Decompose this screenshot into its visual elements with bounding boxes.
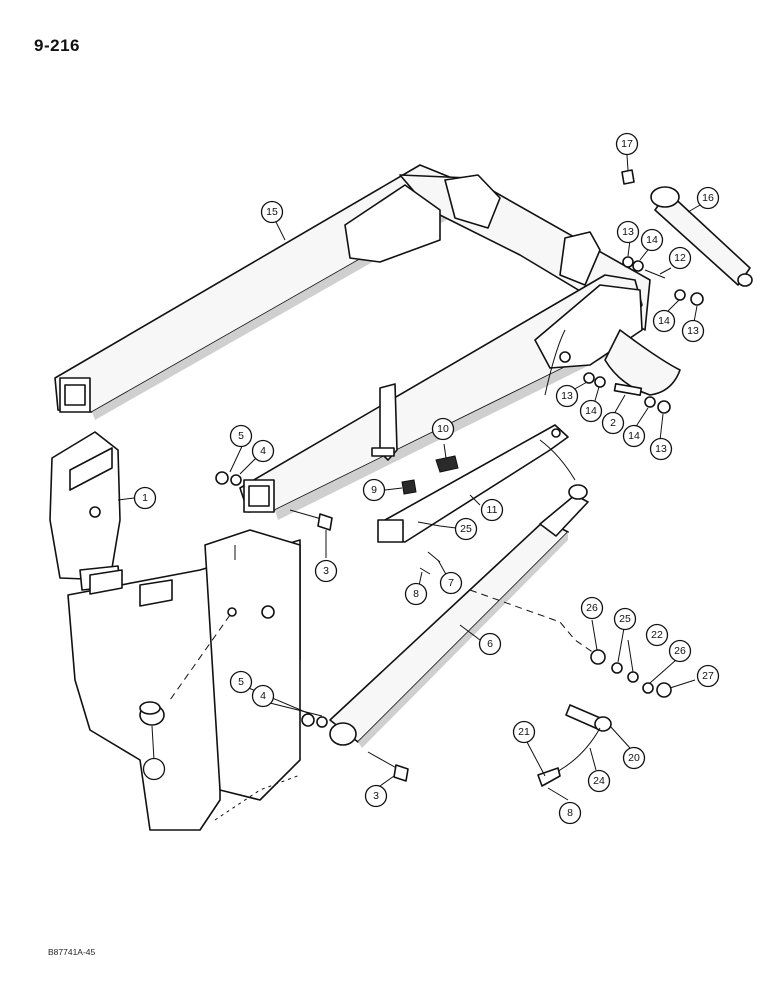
loader-frame (54, 164, 681, 520)
callout-17: 17 (615, 132, 639, 156)
hardware (139, 169, 704, 787)
callout-14: 14 (652, 309, 676, 333)
callout-6: 6 (478, 632, 502, 656)
svg-text:25: 25 (619, 613, 631, 625)
callout-26: 26 (580, 596, 604, 620)
callout-3: 3 (364, 784, 388, 808)
svg-text:3: 3 (373, 790, 379, 802)
svg-text:14: 14 (585, 405, 597, 417)
callout-5: 5 (229, 670, 253, 694)
callout-25: 25 (613, 607, 637, 631)
callout-14: 14 (640, 228, 664, 252)
callout-13: 13 (555, 384, 579, 408)
callout-12: 12 (668, 246, 692, 270)
svg-text:2: 2 (610, 417, 616, 429)
svg-text:4: 4 (260, 445, 266, 457)
svg-text:13: 13 (687, 325, 699, 337)
callout-4: 4 (251, 439, 275, 463)
svg-text:12: 12 (674, 252, 686, 264)
svg-text:20: 20 (628, 752, 640, 764)
callout-11: 11 (480, 498, 504, 522)
svg-text:13: 13 (655, 443, 667, 455)
svg-text:27: 27 (702, 670, 714, 682)
svg-text:22: 22 (651, 629, 663, 641)
callout-16: 16 (696, 186, 720, 210)
svg-text:5: 5 (238, 676, 244, 688)
svg-text:11: 11 (487, 504, 498, 516)
svg-text:24: 24 (593, 775, 605, 787)
callout-8: 8 (558, 801, 582, 825)
svg-text:1: 1 (142, 492, 148, 504)
callout-3: 3 (314, 559, 338, 583)
callout-22: 22 (645, 623, 669, 647)
svg-text:14: 14 (628, 430, 640, 442)
callout-21: 21 (512, 720, 536, 744)
callout-20: 20 (622, 746, 646, 770)
callout-5: 5 (229, 424, 253, 448)
svg-text:13: 13 (561, 390, 573, 402)
svg-text:14: 14 (658, 315, 670, 327)
svg-text:14: 14 (646, 234, 658, 246)
svg-text:17: 17 (621, 138, 633, 150)
callout-8: 8 (404, 582, 428, 606)
callout-13: 13 (681, 319, 705, 343)
upper-cylinder (650, 186, 753, 287)
callout-4: 4 (251, 684, 275, 708)
svg-text:16: 16 (702, 192, 714, 204)
figure-code: B87741A-45 (48, 947, 96, 957)
callout-14: 14 (622, 424, 646, 448)
svg-text:8: 8 (413, 588, 419, 600)
svg-text:15: 15 (266, 206, 278, 218)
svg-text:26: 26 (586, 602, 598, 614)
mounting-bracket (49, 431, 121, 591)
svg-text:9: 9 (371, 484, 377, 496)
svg-text:6: 6 (487, 638, 493, 650)
svg-text:4: 4 (260, 690, 266, 702)
svg-text:21: 21 (518, 726, 530, 738)
svg-text:5: 5 (238, 430, 244, 442)
callout-25: 26 (668, 639, 692, 663)
callout-10: 10 (431, 417, 455, 441)
callout-14: 14 (579, 399, 603, 423)
svg-text:25: 25 (460, 523, 472, 535)
callout-1: 1 (133, 486, 157, 510)
svg-text:10: 10 (437, 423, 449, 435)
callout-9: 9 (362, 478, 386, 502)
callout-15: 15 (260, 200, 284, 224)
callout-23: 24 (587, 769, 611, 793)
callout-26: 27 (696, 664, 720, 688)
svg-text:13: 13 (622, 226, 634, 238)
svg-text:7: 7 (448, 577, 454, 589)
svg-text:3: 3 (323, 565, 329, 577)
svg-text:8: 8 (567, 807, 573, 819)
callout-27 (142, 757, 166, 781)
tractor-frame (67, 529, 301, 831)
callout-2: 2 (601, 411, 625, 435)
callout-24: 25 (454, 517, 478, 541)
callout-7: 7 (439, 571, 463, 595)
callout-13: 13 (616, 220, 640, 244)
page-number: 9-216 (34, 36, 80, 55)
svg-text:26: 26 (674, 645, 686, 657)
callout-13: 13 (649, 437, 673, 461)
link-bar (377, 424, 569, 543)
hydraulic-cylinder (329, 484, 589, 748)
